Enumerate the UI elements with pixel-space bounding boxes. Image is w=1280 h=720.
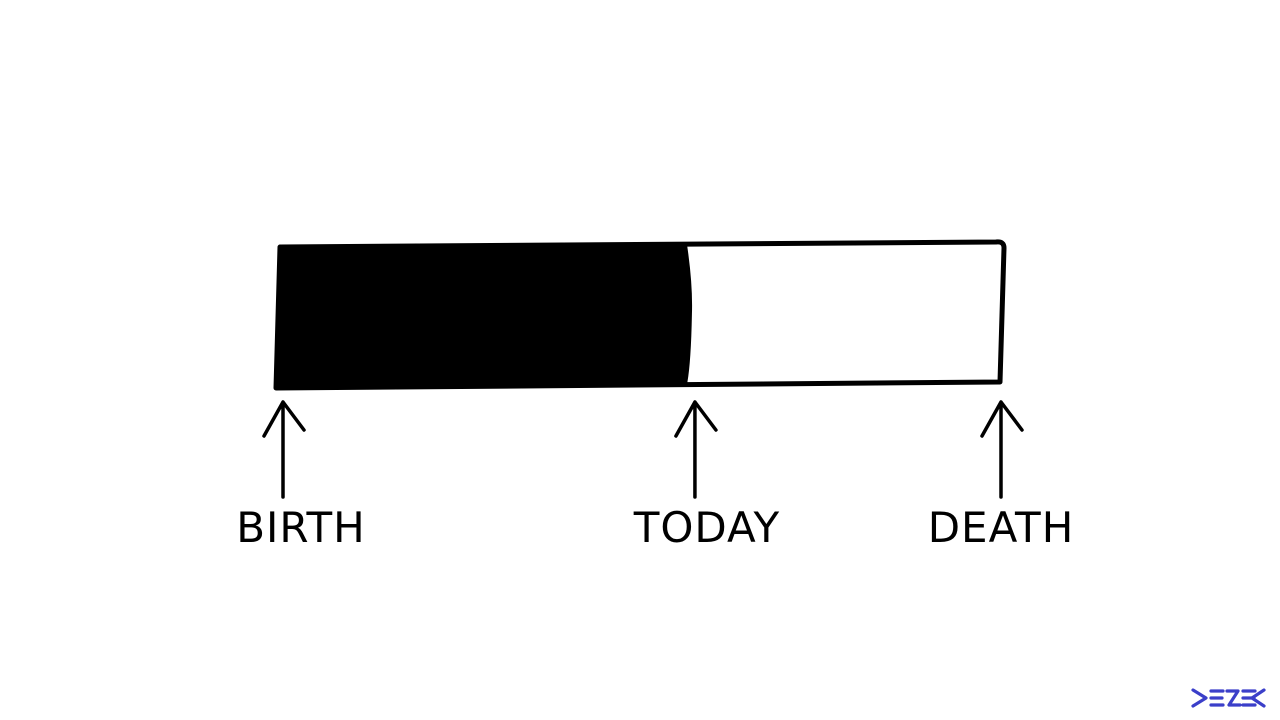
elapsed-fill (276, 244, 693, 388)
timeline-bar (273, 239, 1007, 391)
bar-outline (273, 239, 1007, 391)
marker-label-death: DEATH (928, 503, 1075, 552)
arrow-up-icon (980, 400, 1024, 499)
marker-label-birth: BIRTH (236, 503, 366, 552)
marker-birth: BIRTH (236, 400, 366, 552)
marker-label-today: TODAY (633, 503, 780, 552)
marker-today: TODAY (633, 400, 780, 552)
logo-mark-icon (1191, 688, 1266, 708)
arrow-up-icon (674, 400, 718, 499)
arrow-up-icon (262, 400, 306, 499)
marker-death: DEATH (928, 400, 1075, 552)
